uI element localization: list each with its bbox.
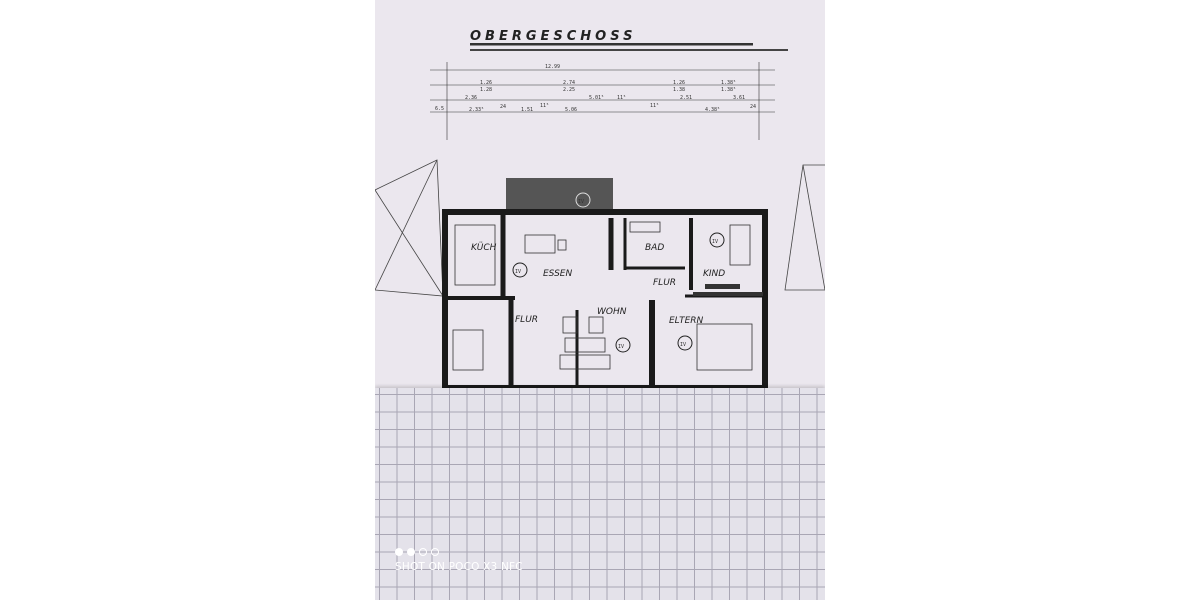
room-label-living: WOHN bbox=[597, 307, 627, 317]
dimension-label: 6.5 bbox=[435, 106, 444, 112]
dimension-label: 1.26 bbox=[480, 80, 492, 86]
dimension-label: 11⁵ bbox=[617, 95, 626, 101]
room-label-dining: ESSEN bbox=[543, 269, 572, 279]
radiator-mark: IV bbox=[618, 344, 624, 350]
watermark-text: SHOT ON POCO X3 NFC bbox=[395, 561, 523, 573]
graph-paper bbox=[375, 388, 825, 600]
dimension-label: 1.51 bbox=[521, 107, 533, 113]
floor-plan-photo: OBERGESCHOSS 12.99 1.26 1.28 2.74 2.25 1… bbox=[375, 0, 825, 600]
dimension-label: 1.38⁵ bbox=[721, 87, 736, 93]
dimension-label: 5.06 bbox=[565, 107, 577, 113]
dimension-label: 1.26 bbox=[673, 80, 685, 86]
room-label-parents: ELTERN bbox=[669, 316, 704, 326]
balcony bbox=[506, 178, 613, 213]
dimension-label: 1.38⁵ bbox=[721, 80, 736, 86]
title-underline-2 bbox=[470, 49, 788, 51]
furniture bbox=[452, 221, 753, 371]
dimension-label: 2.25 bbox=[563, 87, 575, 93]
radiator-marks: IV IV IV IV IV bbox=[512, 192, 725, 353]
dimension-label: 3.61 bbox=[733, 95, 745, 101]
dimension-label: 2.36 bbox=[465, 95, 477, 101]
dimension-label: 1.28 bbox=[480, 87, 492, 93]
dimension-label: 24 bbox=[500, 104, 506, 110]
room-label-kitchen: KÜCH bbox=[471, 242, 497, 253]
closet-blocks bbox=[693, 284, 763, 296]
room-label-hall-upper: FLUR bbox=[653, 278, 676, 288]
room-label-child: KIND bbox=[703, 269, 725, 279]
radiator-mark: IV bbox=[578, 199, 584, 205]
dimension-label: 11⁵ bbox=[650, 103, 659, 109]
dimension-label: 1.38 bbox=[673, 87, 685, 93]
room-label-bath: BAD bbox=[645, 243, 664, 253]
dimension-label: 2.74 bbox=[563, 80, 575, 86]
watermark-dots-icon bbox=[395, 548, 523, 556]
radiator-mark: IV bbox=[680, 342, 686, 348]
dimension-label: 2.51 bbox=[680, 95, 692, 101]
dimension-label: 24 bbox=[750, 104, 756, 110]
dimension-label: 11⁵ bbox=[540, 103, 549, 109]
dimension-label: 4.38⁵ bbox=[705, 107, 720, 113]
floor-plan-drawing: OBERGESCHOSS 12.99 1.26 1.28 2.74 2.25 1… bbox=[375, 29, 825, 390]
title-underline bbox=[470, 43, 753, 46]
room-label-hall-lower: FLUR bbox=[515, 315, 538, 325]
radiator-mark: IV bbox=[712, 239, 718, 245]
dimension-overall: 12.99 bbox=[545, 64, 560, 70]
camera-watermark: SHOT ON POCO X3 NFC bbox=[395, 548, 523, 573]
dimension-lines bbox=[430, 62, 775, 140]
plan-title: OBERGESCHOSS bbox=[470, 29, 637, 44]
roof-lines bbox=[375, 159, 825, 297]
radiator-mark: IV bbox=[515, 269, 521, 275]
dimension-label: 5.01⁵ bbox=[589, 95, 604, 101]
dimension-label: 2.33⁵ bbox=[469, 107, 484, 113]
